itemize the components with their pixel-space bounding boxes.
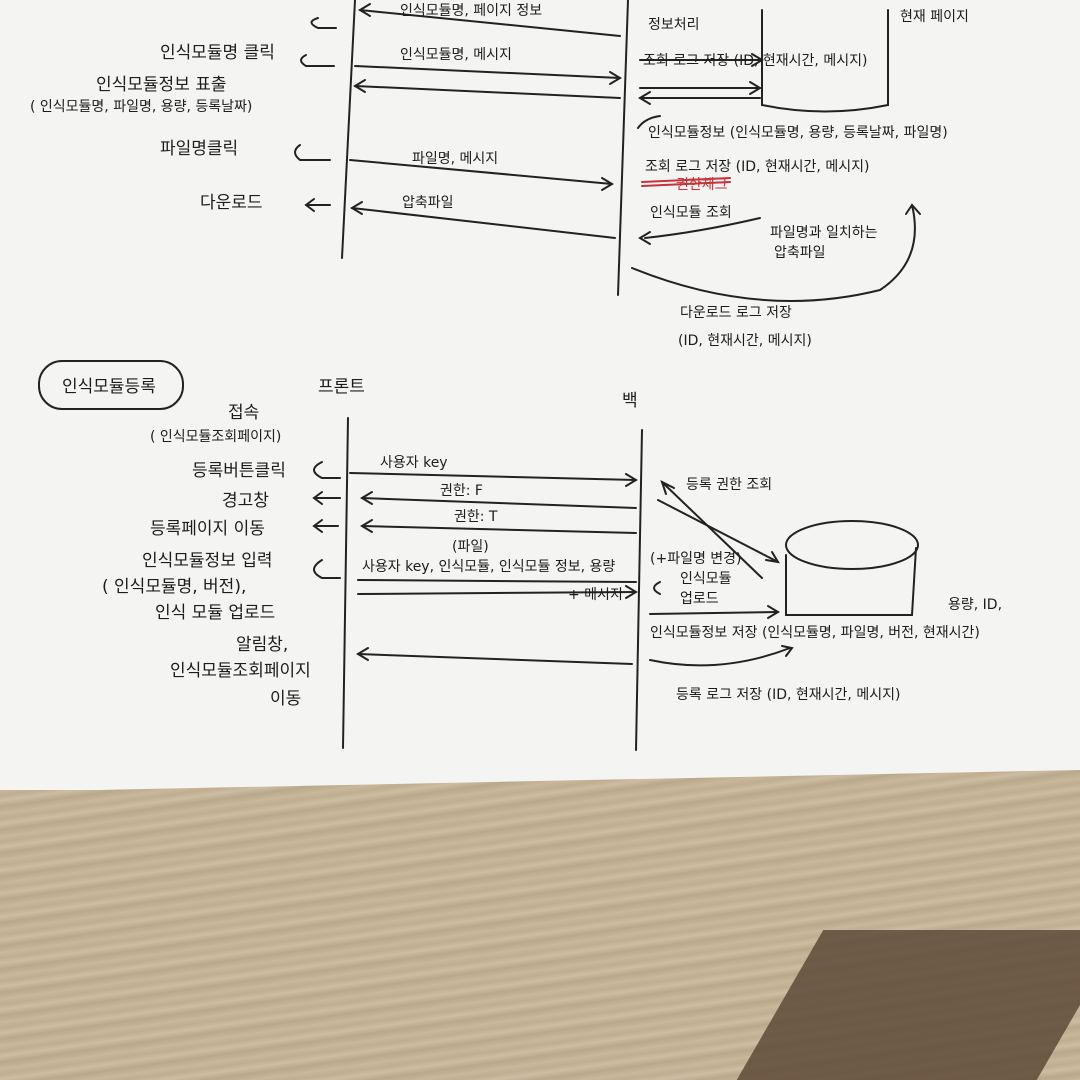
back-header: 백 — [622, 391, 638, 411]
bottom-msg-2: 권한: T — [454, 509, 498, 525]
bottom-right-module: 인식모듈 — [680, 571, 732, 587]
bottom-back-lifeline — [635, 429, 643, 751]
top-label-file-click: 파일명클릭 — [160, 139, 239, 159]
bottom-msg-0: 사용자 key — [380, 455, 448, 471]
bottom-msg-3-top: (파일) — [452, 539, 489, 555]
top-label-click-name: 인식모듈명 클릭 — [160, 43, 275, 63]
bottom-label-warn: 경고창 — [222, 491, 269, 511]
front-header: 프론트 — [318, 377, 365, 397]
top-right-match: 파일명과 일치하는 — [770, 225, 878, 241]
bottom-label-input: 인식모듈정보 입력 — [142, 551, 273, 571]
top-right-query: 인식모듈 조회 — [650, 205, 732, 221]
bottom-label-access: 접속 — [228, 403, 260, 423]
top-label-download: 다운로드 — [200, 193, 263, 213]
bottom-right-save-info: 인식모듈정보 저장 (인식모듈명, 파일명, 버전, 현재시간) — [650, 625, 980, 641]
top-right-info: 인식모듈정보 (인식모듈명, 용량, 등록날짜, 파일명) — [648, 125, 948, 141]
bottom-right-reg-log: 등록 로그 저장 (ID, 현재시간, 메시지) — [676, 687, 901, 703]
top-right-page: 현재 페이지 — [900, 9, 969, 25]
bottom-label-move-reg: 등록페이지 이동 — [150, 519, 265, 539]
bottom-label-alert: 알림창, — [236, 635, 289, 655]
bottom-label-input-detail: ( 인식모듈명, 버전), — [102, 577, 247, 597]
bottom-database-icon — [785, 520, 919, 570]
section-title-box — [38, 360, 184, 410]
top-msg-3: 압축파일 — [402, 195, 454, 211]
top-database-icon — [761, 9, 889, 113]
bottom-label-move-list2: 이동 — [270, 689, 302, 709]
top-right-red: 권한체크 — [676, 177, 728, 193]
top-front-lifeline — [341, 0, 356, 259]
top-back-lifeline — [617, 0, 629, 296]
top-msg-0: 인식모듈명, 페이지 정보 — [400, 3, 543, 19]
top-msg-1: 인식모듈명, 메시지 — [400, 47, 512, 63]
bottom-right-perm: 등록 권한 조회 — [686, 477, 773, 493]
bottom-label-move-list: 인식모듈조회페이지 — [170, 661, 311, 681]
top-right-log: 조회 로그 저장 (ID, 현재시간, 메시지) — [643, 53, 868, 69]
bottom-front-lifeline — [342, 417, 349, 749]
bottom-msg-1: 권한: F — [440, 483, 483, 499]
bottom-msg-3-extra: + 메시지 — [568, 587, 623, 603]
bottom-right-cap-id: 용량, ID, — [948, 597, 1003, 613]
top-right-zip: 압축파일 — [774, 245, 826, 261]
top-label-info-output: 인식모듈정보 표출 — [96, 75, 227, 95]
top-right-dl-log: 다운로드 로그 저장 — [680, 305, 792, 321]
bottom-label-upload: 인식 모듈 업로드 — [155, 603, 276, 623]
top-right-0: 정보처리 — [648, 17, 700, 33]
bottom-msg-3: 사용자 key, 인식모듈, 인식모듈 정보, 용량 — [362, 559, 616, 575]
bottom-label-access-detail: ( 인식모듈조회페이지) — [150, 429, 282, 445]
section-title: 인식모듈등록 — [62, 377, 156, 397]
top-label-info-detail: ( 인식모듈명, 파일명, 용량, 등록날짜) — [30, 99, 253, 115]
top-msg-2: 파일명, 메시지 — [412, 151, 499, 167]
bottom-right-module2: 업로드 — [680, 591, 719, 607]
bottom-label-btn-click: 등록버튼클릭 — [192, 461, 286, 481]
bottom-right-filename: (+파일명 변경) — [650, 551, 742, 567]
top-right-dl-log2: (ID, 현재시간, 메시지) — [678, 333, 812, 349]
top-right-log2: 조회 로그 저장 (ID, 현재시간, 메시지) — [645, 159, 870, 175]
